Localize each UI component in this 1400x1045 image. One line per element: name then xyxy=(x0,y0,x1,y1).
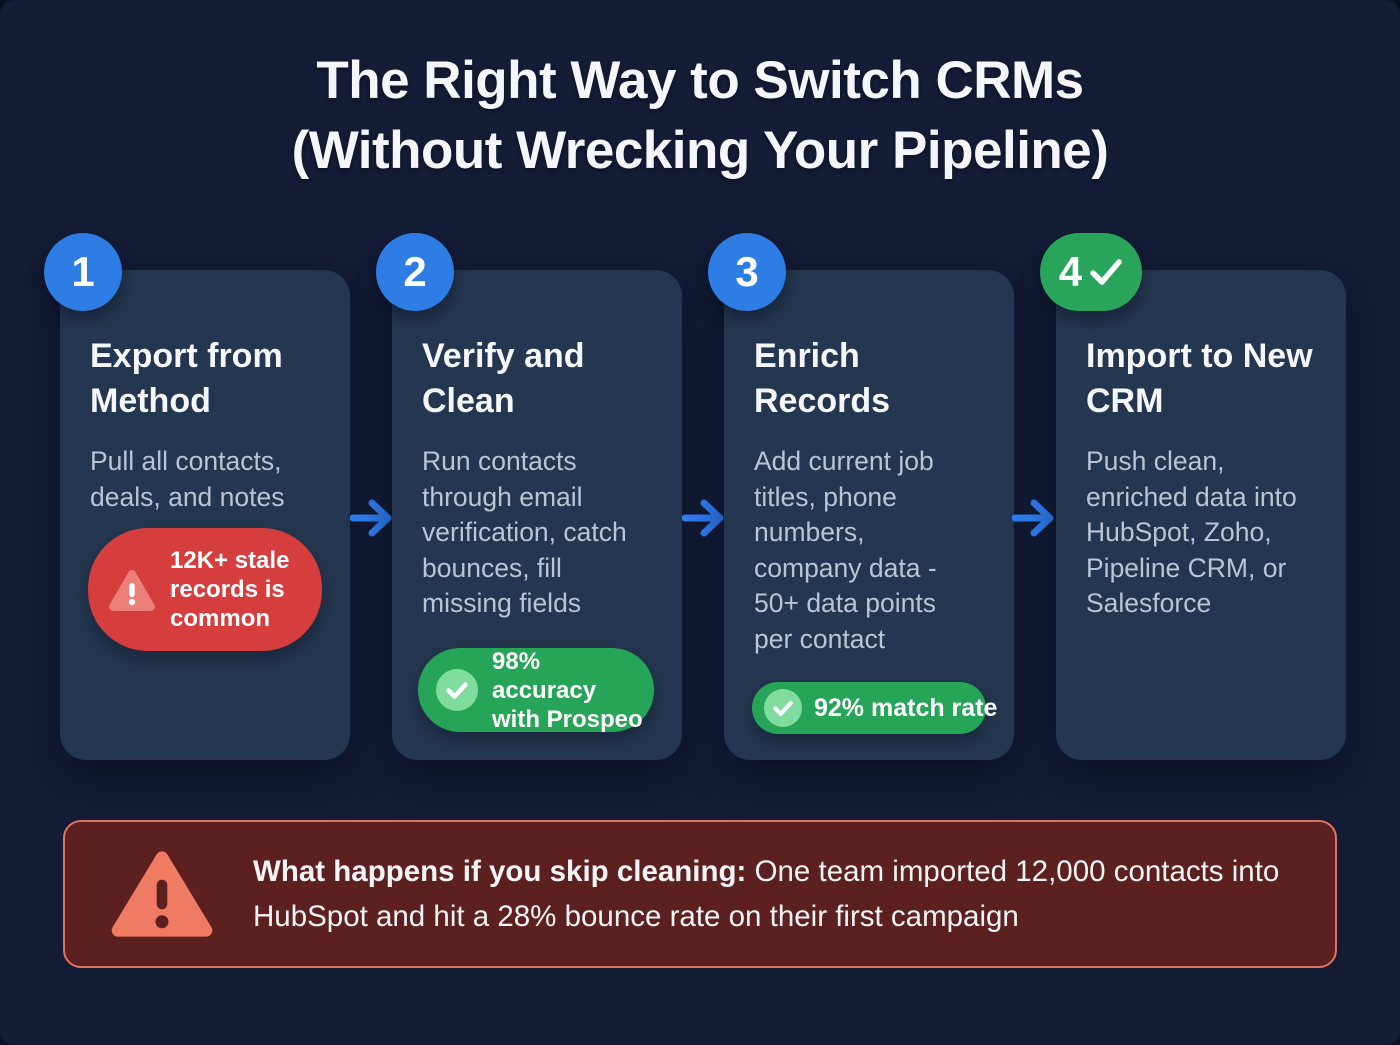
page-title-line2: (Without Wrecking Your Pipeline) xyxy=(291,121,1109,180)
warning-triangle-icon xyxy=(109,848,215,940)
step-card-import: 4 Import to New CRM Push clean, enriched… xyxy=(1040,233,1346,760)
step-description-1: Pull all contacts, deals, and notes xyxy=(90,446,285,512)
right-arrow-icon xyxy=(1012,499,1054,537)
step-number-1: 1 xyxy=(71,248,95,295)
step-number-3: 3 xyxy=(735,248,759,295)
warning-triangle-icon xyxy=(108,568,156,612)
warning-badge-label: 12K+ stale records is common xyxy=(170,547,290,632)
warning-banner-text: What happens if you skip cleaning: One t… xyxy=(253,849,1297,939)
step-description-3: Add current job titles, phone numbers, c… xyxy=(754,446,937,654)
step-number-badge-3: 3 xyxy=(708,233,786,311)
warning-badge-stale-records: 12K+ stale records is common xyxy=(88,528,322,651)
check-circle-icon xyxy=(764,689,802,727)
step-number-badge-2: 2 xyxy=(376,233,454,311)
step-title-2: Verify and Clean xyxy=(422,337,585,420)
check-circle-icon xyxy=(436,669,478,711)
step-number-2: 2 xyxy=(403,248,427,295)
success-badge-match-rate: 92% match rate xyxy=(752,682,997,734)
page-title: The Right Way to Switch CRMs (Without Wr… xyxy=(0,46,1400,186)
warning-banner-bold-text: What happens if you skip cleaning: xyxy=(253,855,747,888)
step-description-4: Push clean, enriched data into HubSpot, … xyxy=(1086,446,1297,618)
page-title-line1: The Right Way to Switch CRMs xyxy=(316,51,1084,110)
step-number-badge-4: 4 xyxy=(1040,233,1142,311)
step-number-4: 4 xyxy=(1058,248,1083,295)
step-card-verify: 2 Verify and Clean Run contacts through … xyxy=(376,233,682,760)
warning-banner-regular-text: One team imported 12,000 contacts into H… xyxy=(253,855,1280,933)
success-badge-label: 98% accuracy with Prospeo xyxy=(492,647,643,733)
step-number-badge-1: 1 xyxy=(44,233,122,311)
step-card-enrich: 3 Enrich Records Add current job titles,… xyxy=(708,233,1014,760)
step-description-2: Run contacts through email verification,… xyxy=(422,446,627,618)
checkmark-icon xyxy=(1089,257,1123,287)
step-title-4: Import to New CRM xyxy=(1086,337,1313,420)
right-arrow-icon xyxy=(350,499,392,537)
step-title-1: Export from Method xyxy=(90,337,283,420)
skip-cleaning-warning-banner: What happens if you skip cleaning: One t… xyxy=(63,820,1337,968)
step-card-export: 1 Export from Method Pull all contacts, … xyxy=(44,233,350,760)
success-badge-accuracy: 98% accuracy with Prospeo xyxy=(418,647,654,733)
right-arrow-icon xyxy=(682,499,724,537)
step-title-3: Enrich Records xyxy=(754,337,891,420)
success-badge-label: 92% match rate xyxy=(814,693,998,722)
